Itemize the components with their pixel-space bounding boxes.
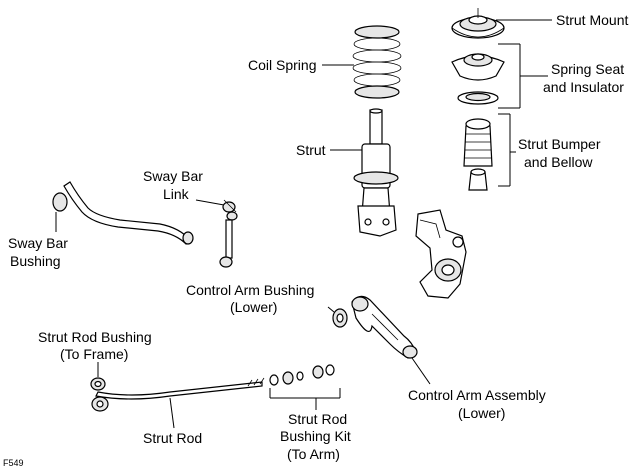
label-strut-rod-bushing-kit-line1: Strut Rod	[288, 411, 347, 427]
label-strut-rod-bushing-kit-line3: (To Arm)	[287, 446, 340, 462]
label-strut-rod-bushing-kit-line2: Bushing Kit	[280, 428, 351, 444]
strut-mount-part	[451, 8, 505, 39]
part-labels: Strut Mount Coil Spring Spring Seat and …	[3, 12, 628, 468]
control-arm-assembly-part	[351, 295, 418, 359]
label-sway-bar-link-line2: Link	[163, 186, 190, 202]
label-control-arm-assembly-line2: (Lower)	[458, 405, 505, 421]
label-sway-bar-bushing-line2: Bushing	[10, 253, 61, 269]
label-sway-bar-link-line1: Sway Bar	[143, 168, 203, 184]
strut-rod-part	[91, 377, 265, 412]
label-strut-mount: Strut Mount	[556, 12, 628, 28]
label-strut-rod-bushing-frame-line2: (To Frame)	[60, 346, 128, 362]
strut-part	[353, 108, 399, 237]
label-strut: Strut	[296, 142, 326, 158]
figure-code: F549	[3, 458, 24, 468]
leader-lines	[55, 19, 552, 429]
strut-rod-bushing-kit-part	[269, 364, 335, 386]
strut-bumper-part	[463, 118, 493, 191]
label-strut-rod: Strut Rod	[143, 430, 202, 446]
spring-seat-part	[451, 53, 505, 105]
label-control-arm-bushing-line1: Control Arm Bushing	[186, 282, 314, 298]
coil-spring-part	[352, 25, 402, 99]
label-spring-seat-line2: and Insulator	[543, 79, 624, 95]
label-strut-bumper-line2: and Bellow	[524, 154, 593, 170]
control-arm-bushing-part	[332, 308, 348, 328]
label-sway-bar-bushing-line1: Sway Bar	[8, 235, 68, 251]
sway-bar-link-part	[219, 199, 238, 268]
label-coil-spring: Coil Spring	[248, 57, 316, 73]
strut-rod-bushing-frame-part	[90, 377, 106, 391]
label-control-arm-bushing-line2: (Lower)	[230, 299, 277, 315]
label-control-arm-assembly-line1: Control Arm Assembly	[408, 387, 546, 403]
label-strut-bumper-line1: Strut Bumper	[518, 136, 601, 152]
steering-knuckle-part	[415, 209, 467, 299]
label-spring-seat-line1: Spring Seat	[551, 61, 624, 77]
label-strut-rod-bushing-frame-line1: Strut Rod Bushing	[38, 329, 152, 345]
sway-bar-part	[52, 181, 194, 245]
